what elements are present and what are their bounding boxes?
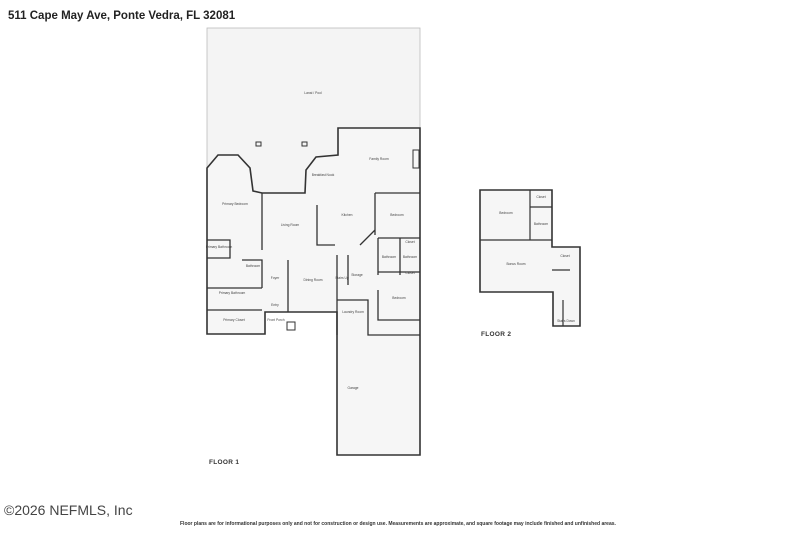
floor-1-walls <box>206 127 421 456</box>
room-label: Bedroom <box>392 296 406 300</box>
room-label: Storage <box>351 273 363 277</box>
room-labels-floor-1: Lanai / Pool Family Room Breakfast Nook … <box>206 91 418 390</box>
floor-2-walls <box>479 189 581 327</box>
room-label: Breakfast Nook <box>312 173 335 177</box>
room-label: Closet <box>405 240 414 244</box>
interior-walls <box>207 192 420 336</box>
room-label: Bedroom <box>499 211 513 215</box>
floor-2-label: FLOOR 2 <box>481 331 512 338</box>
column <box>255 141 262 147</box>
copyright-watermark: ©2026 NEFMLS, Inc <box>4 502 133 518</box>
room-label: Stairs Up <box>335 276 349 280</box>
room-label: Bathroom <box>246 264 261 268</box>
room-label: Primary Bedroom <box>222 202 248 206</box>
column <box>301 141 308 147</box>
room-label: Closet <box>560 254 569 258</box>
room-label: Family Room <box>369 157 389 161</box>
room-label: Primary Bathroom <box>206 245 233 249</box>
floor-1-plan <box>206 27 421 456</box>
room-label: Primary Closet <box>223 318 245 322</box>
room-label: Closet <box>536 195 545 199</box>
floor-2-plan <box>479 189 581 327</box>
listing-address: 511 Cape May Ave, Ponte Vedra, FL 32081 <box>8 10 236 22</box>
room-label: Primary Bathroom <box>219 291 246 295</box>
room-label: Bedroom <box>390 213 404 217</box>
room-label: Foyer <box>271 276 280 280</box>
room-label: Entry <box>271 303 279 307</box>
floor-1-label: FLOOR 1 <box>209 459 240 466</box>
room-label: Closet <box>405 271 414 275</box>
porch-column <box>286 321 296 331</box>
room-labels-floor-2: Bedroom Closet Bathroom Bonus Room Close… <box>499 195 575 323</box>
room-label: Lanai / Pool <box>304 91 322 95</box>
room-label: Living Room <box>281 223 300 227</box>
floor-2-interior <box>480 190 570 326</box>
room-label: Bathroom <box>382 255 397 259</box>
room-label: Laundry Room <box>342 310 364 314</box>
room-label: Front Porch <box>267 318 284 322</box>
room-label: Stairs Down <box>557 319 575 323</box>
room-label: Kitchen <box>342 213 353 217</box>
room-label: Bathroom <box>534 222 549 226</box>
room-label: Dining Room <box>303 278 322 282</box>
disclaimer: Floor plans are for informational purpos… <box>180 521 616 527</box>
room-label: Bathroom <box>403 255 418 259</box>
room-label: Garage <box>348 386 359 390</box>
room-label: Bonus Room <box>506 262 525 266</box>
chimney <box>412 149 420 169</box>
